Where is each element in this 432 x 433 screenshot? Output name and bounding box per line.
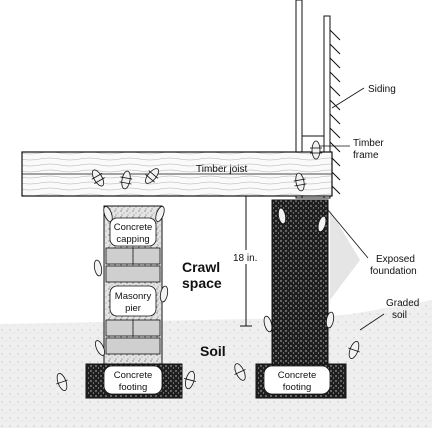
termite-icon: [119, 170, 133, 190]
timber-frame-label-line2: frame: [353, 150, 379, 161]
concrete-footing-left-label-line2: footing: [119, 382, 148, 393]
masonry-pier-label-line1: Masonry: [115, 291, 152, 302]
leader-lines: [318, 87, 385, 331]
termite-icon: [277, 207, 287, 225]
termite-icon: [317, 215, 327, 233]
termite-icon: [234, 363, 246, 381]
crawl-space-label-line2: space: [182, 275, 222, 291]
termite-icon: [263, 315, 273, 333]
termite-icon: [159, 285, 169, 303]
crawl-space-label-line1: Crawl: [182, 259, 220, 275]
exposed-foundation-shade: [330, 210, 360, 300]
termite-icon: [145, 168, 159, 184]
concrete-footing-right-label-line1: Concrete: [278, 370, 317, 381]
exposed-foundation-label-line2: foundation: [370, 266, 417, 277]
concrete-capping-label-line2: capping: [116, 234, 149, 245]
soil-label: Soil: [200, 343, 226, 359]
timber-frame-label-line1: Timber: [353, 138, 384, 149]
termite-icon: [348, 341, 360, 359]
termite-icon: [310, 140, 322, 160]
concrete-footing-right-label-line2: footing: [283, 382, 312, 393]
graded-soil-label-line1: Graded: [386, 298, 419, 309]
concrete-capping-label-line1: Concrete: [114, 222, 153, 233]
masonry-pier-label-line2: pier: [125, 303, 141, 314]
termite-icon: [93, 259, 103, 277]
siding-label: Siding: [368, 84, 396, 95]
concrete-footing-left-label-line1: Concrete: [114, 370, 153, 381]
termite-icon: [56, 373, 68, 391]
termite-icon: [293, 172, 307, 192]
timber-joist-label: Timber joist: [196, 164, 248, 175]
termite-icon: [94, 340, 106, 356]
clearance-dimension: [232, 195, 260, 327]
timber-joist: [21, 151, 333, 197]
termites: [56, 140, 360, 391]
label-backgrounds: [103, 217, 331, 395]
termite-icon: [325, 311, 335, 329]
exposed-foundation-label-line1: Exposed: [376, 254, 415, 265]
termite-icon: [184, 370, 196, 390]
soil-ground: [0, 300, 432, 428]
termite-icon: [155, 205, 165, 223]
termite-icon: [91, 169, 105, 187]
graded-soil-label-line2: soil: [392, 310, 407, 321]
clearance-label: 18 in.: [233, 253, 257, 264]
